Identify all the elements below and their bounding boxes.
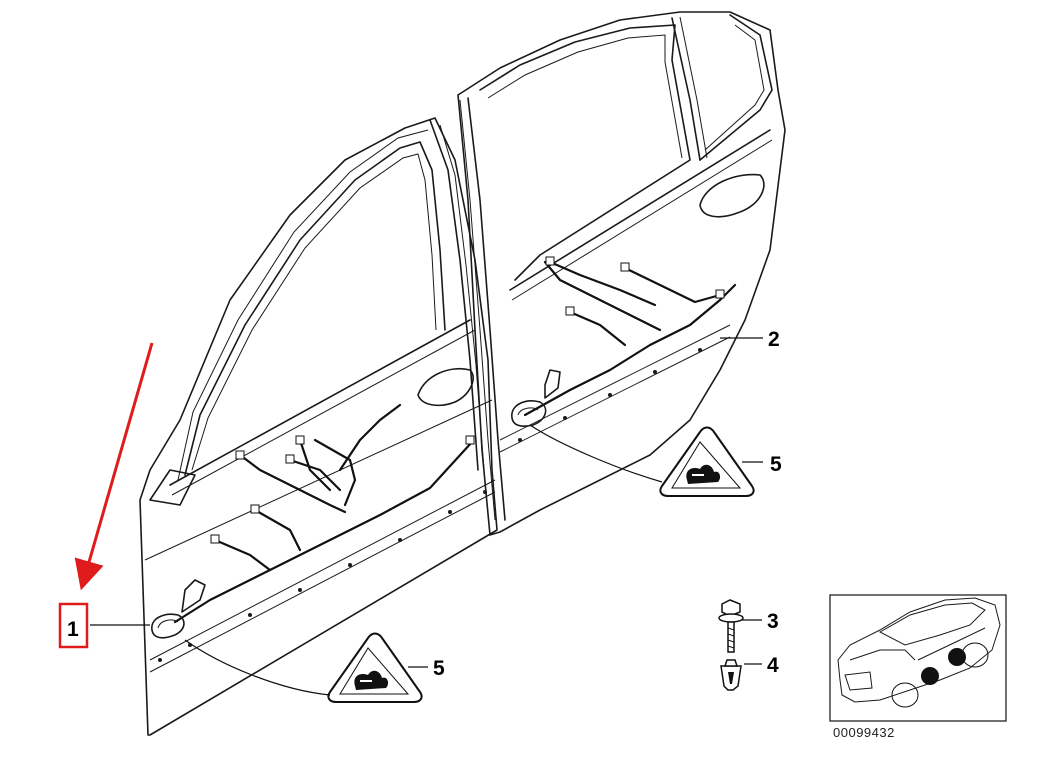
callout-5-front: 5 <box>433 657 445 680</box>
front-door <box>139 117 498 736</box>
callout-4: 4 <box>767 654 779 677</box>
callout-2: 2 <box>768 328 780 351</box>
rear-wiring-harness <box>511 256 737 427</box>
rear-door <box>457 11 786 536</box>
bolt-icon <box>718 599 744 653</box>
reference-number: 00099432 <box>833 725 895 740</box>
clip-nut-icon <box>720 659 742 691</box>
callout-5-rear: 5 <box>770 453 782 476</box>
callout-1: 1 <box>67 618 79 641</box>
highlight-arrow <box>74 342 154 591</box>
warning-label-front-icon <box>327 632 423 703</box>
front-wiring-harness <box>151 403 475 639</box>
warning-label-rear-icon <box>659 426 755 497</box>
callout-3: 3 <box>767 610 779 633</box>
car-location-thumbnail <box>829 594 1007 722</box>
highlight-box <box>58 602 89 649</box>
